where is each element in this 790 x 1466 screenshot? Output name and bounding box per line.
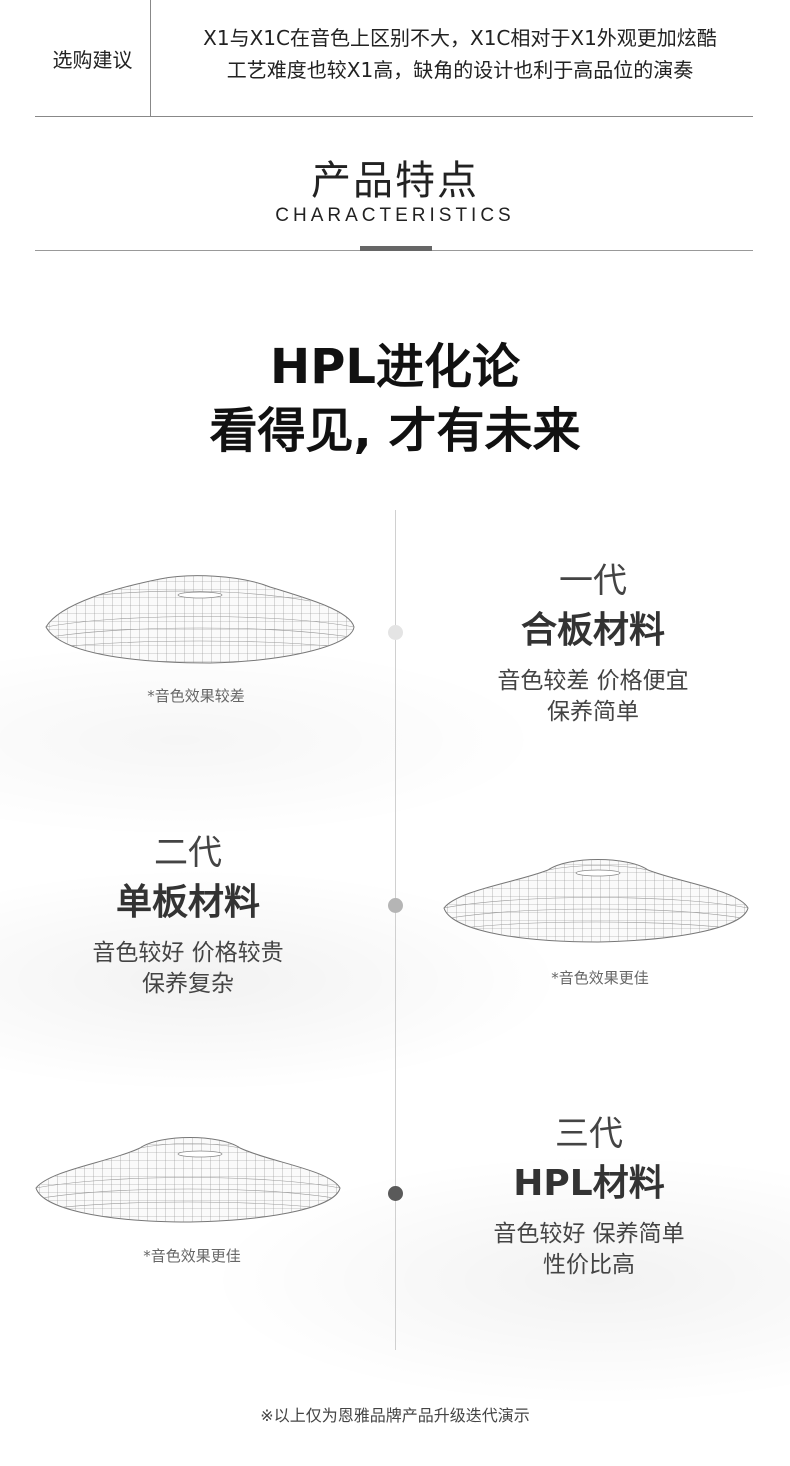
section-subtitle: CHARACTERISTICS [275, 205, 515, 226]
timeline-dot-gen1 [388, 625, 403, 640]
advice-line-2: 工艺难度也较X1高，缺角的设计也利于高品位的演奏 [226, 58, 694, 82]
hero-line-2: 看得见, 才有未来 [209, 403, 581, 459]
section-title: 产品特点 [311, 158, 479, 204]
gen1-caption: *音色效果较差 [147, 687, 245, 705]
soundboard-gen3-illustration [35, 1137, 341, 1223]
hero-heading: HPL进化论 看得见, 才有未来 [0, 335, 790, 463]
section-accent-bar [360, 246, 432, 251]
soundboard-gen2-illustration [443, 859, 749, 943]
gen2-name: 二代 [154, 833, 222, 873]
gen1-desc-line-2: 保养简单 [547, 699, 639, 725]
purchase-advice-row: 选购建议 X1与X1C在音色上区别不大，X1C相对于X1外观更加炫酷 工艺难度也… [35, 0, 753, 117]
gen3-material: HPL材料 [513, 1163, 665, 1204]
gen2-desc-line-2: 保养复杂 [142, 971, 234, 997]
gen1-info: 一代 合板材料 音色较差 价格便宜 保养简单 [443, 560, 743, 728]
gen1-desc-line-1: 音色较差 价格便宜 [497, 668, 689, 694]
gen3-desc-line-2: 性价比高 [543, 1252, 635, 1278]
gen2-caption: *音色效果更佳 [551, 969, 649, 987]
advice-line-1: X1与X1C在音色上区别不大，X1C相对于X1外观更加炫酷 [203, 26, 717, 50]
gen3-caption: *音色效果更佳 [143, 1247, 241, 1265]
advice-divider [150, 0, 151, 117]
gen1-description: 音色较差 价格便宜 保养简单 [443, 666, 743, 728]
gen2-description: 音色较好 价格较贵 保养复杂 [38, 938, 338, 1000]
gen2-material: 单板材料 [115, 882, 260, 923]
gen1-name: 一代 [559, 561, 627, 601]
gen3-info: 三代 HPL材料 音色较好 保养简单 性价比高 [439, 1113, 739, 1281]
gen1-material: 合板材料 [520, 610, 665, 651]
gen3-description: 音色较好 保养简单 性价比高 [439, 1219, 739, 1281]
timeline-dot-gen2 [388, 898, 403, 913]
footer-note: ※以上仅为恩雅品牌产品升级迭代演示 [260, 1406, 530, 1425]
gen2-info: 二代 单板材料 音色较好 价格较贵 保养复杂 [38, 832, 338, 1000]
soundboard-gen1-illustration [45, 575, 355, 664]
hero-line-1: HPL进化论 [270, 339, 520, 395]
timeline-line [395, 510, 396, 1350]
gen2-desc-line-1: 音色较好 价格较贵 [92, 940, 284, 966]
timeline-dot-gen3 [388, 1186, 403, 1201]
gen3-name: 三代 [555, 1114, 623, 1154]
gen3-desc-line-1: 音色较好 保养简单 [493, 1221, 685, 1247]
advice-text: X1与X1C在音色上区别不大，X1C相对于X1外观更加炫酷 工艺难度也较X1高，… [165, 22, 755, 86]
advice-label: 选购建议 [52, 48, 133, 72]
